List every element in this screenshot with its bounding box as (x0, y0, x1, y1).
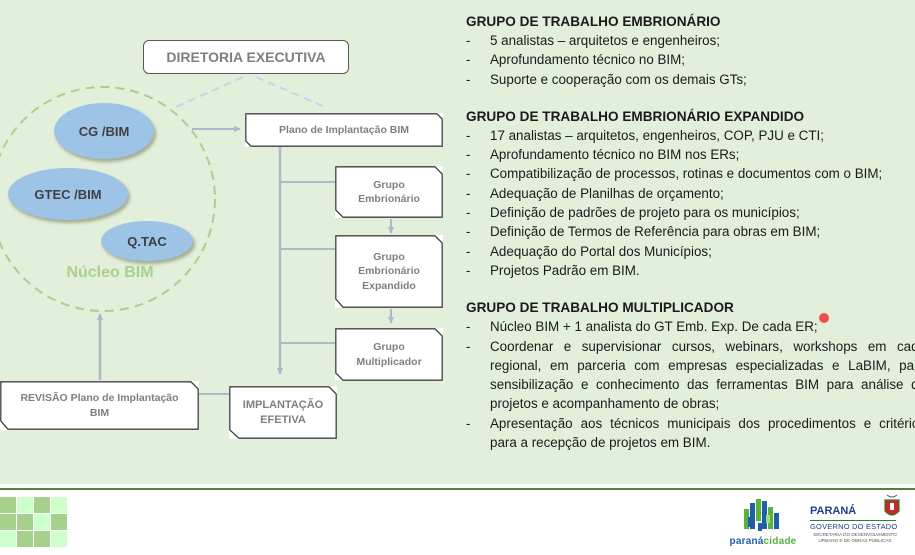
grupo-embrionario-expandido-box: Grupo Embrionário Expandido (335, 235, 443, 308)
nucleo-bim-label: Núcleo BIM (66, 264, 154, 281)
diretoria-executiva-box: DIRETORIA EXECUTIVA (143, 40, 349, 74)
list-item: -Aprofundamento técnico no BIM; (466, 52, 686, 68)
diagram-connectors (0, 76, 394, 395)
nucleo-member-gtec-bim: GTEC /BIM (8, 168, 128, 220)
list-item: -Definição de padrões de projeto para os… (466, 205, 800, 221)
governo-parana-logo: PARANÁ GOVERNO DO ESTADO SECRETARIA DO D… (808, 494, 904, 550)
plano-implantacao-box: Plano de Implantação BIM (245, 113, 443, 147)
list-item: -Compatibilização de processos, rotinas … (466, 166, 883, 182)
list-item: -Coordenar e supervisionar cursos, webin… (466, 338, 915, 412)
laser-pointer-dot (819, 313, 829, 323)
list-item: -Núcleo BIM + 1 analista do GT Emb. Exp.… (466, 319, 818, 335)
grupo-embrionario-box: Grupo Embrionário (335, 166, 443, 218)
list-item: -17 analistas – arquitetos, engenheiros,… (466, 127, 824, 143)
list-item: -Definição de Termos de Referência para … (466, 224, 821, 240)
section-title: GRUPO DE TRABALHO MULTIPLICADOR (466, 300, 734, 316)
groups-description-panel: GRUPO DE TRABALHO EMBRIONÁRIO -5 analist… (466, 12, 915, 452)
paranacidade-logo: paranácidade (728, 497, 798, 547)
section-multiplicador: GRUPO DE TRABALHO MULTIPLICADOR -Núcleo … (466, 298, 915, 452)
section-title: GRUPO DE TRABALHO EMBRIONÁRIO (466, 14, 721, 29)
section-title: GRUPO DE TRABALHO EMBRIONÁRIO EXPANDIDO (466, 108, 805, 124)
nucleo-boundary (0, 86, 216, 312)
grupo-multiplicador-box: Grupo Multiplicador (335, 328, 443, 381)
footer-divider (0, 488, 915, 490)
decorative-squares-logo (0, 497, 67, 547)
paranacidade-logo-mark-icon (744, 499, 779, 531)
section-embrionario-expandido: GRUPO DE TRABALHO EMBRIONÁRIO EXPANDIDO … (466, 107, 915, 280)
revisao-plano-box: REVISÃO Plano de Implantação BIM (0, 381, 199, 430)
director-link-right (255, 76, 326, 108)
section-embrionario: GRUPO DE TRABALHO EMBRIONÁRIO -5 analist… (466, 12, 915, 89)
parana-crest-icon (884, 494, 900, 516)
implantacao-efetiva-box: IMPLANTAÇÃO EFETIVA (229, 386, 337, 439)
list-item: -Aprofundamento técnico no BIM nos ERs; (466, 147, 740, 163)
list-item: -Apresentação aos técnicos municipais do… (466, 415, 915, 451)
nucleo-member-cg-bim: CG /BIM (54, 103, 154, 159)
director-link-left (175, 76, 244, 108)
nucleo-member-qtac: Q.TAC (101, 221, 193, 261)
list-item: -Adequação do Portal dos Municípios; (466, 243, 712, 259)
list-item: -Adequação de Planilhas de orçamento; (466, 185, 724, 201)
list-item: -5 analistas – arquitetos e engenheiros; (466, 33, 721, 48)
list-item: -Suporte e cooperação com os demais GTs; (466, 71, 747, 87)
list-item: -Projetos Padrão em BIM. (466, 262, 640, 278)
